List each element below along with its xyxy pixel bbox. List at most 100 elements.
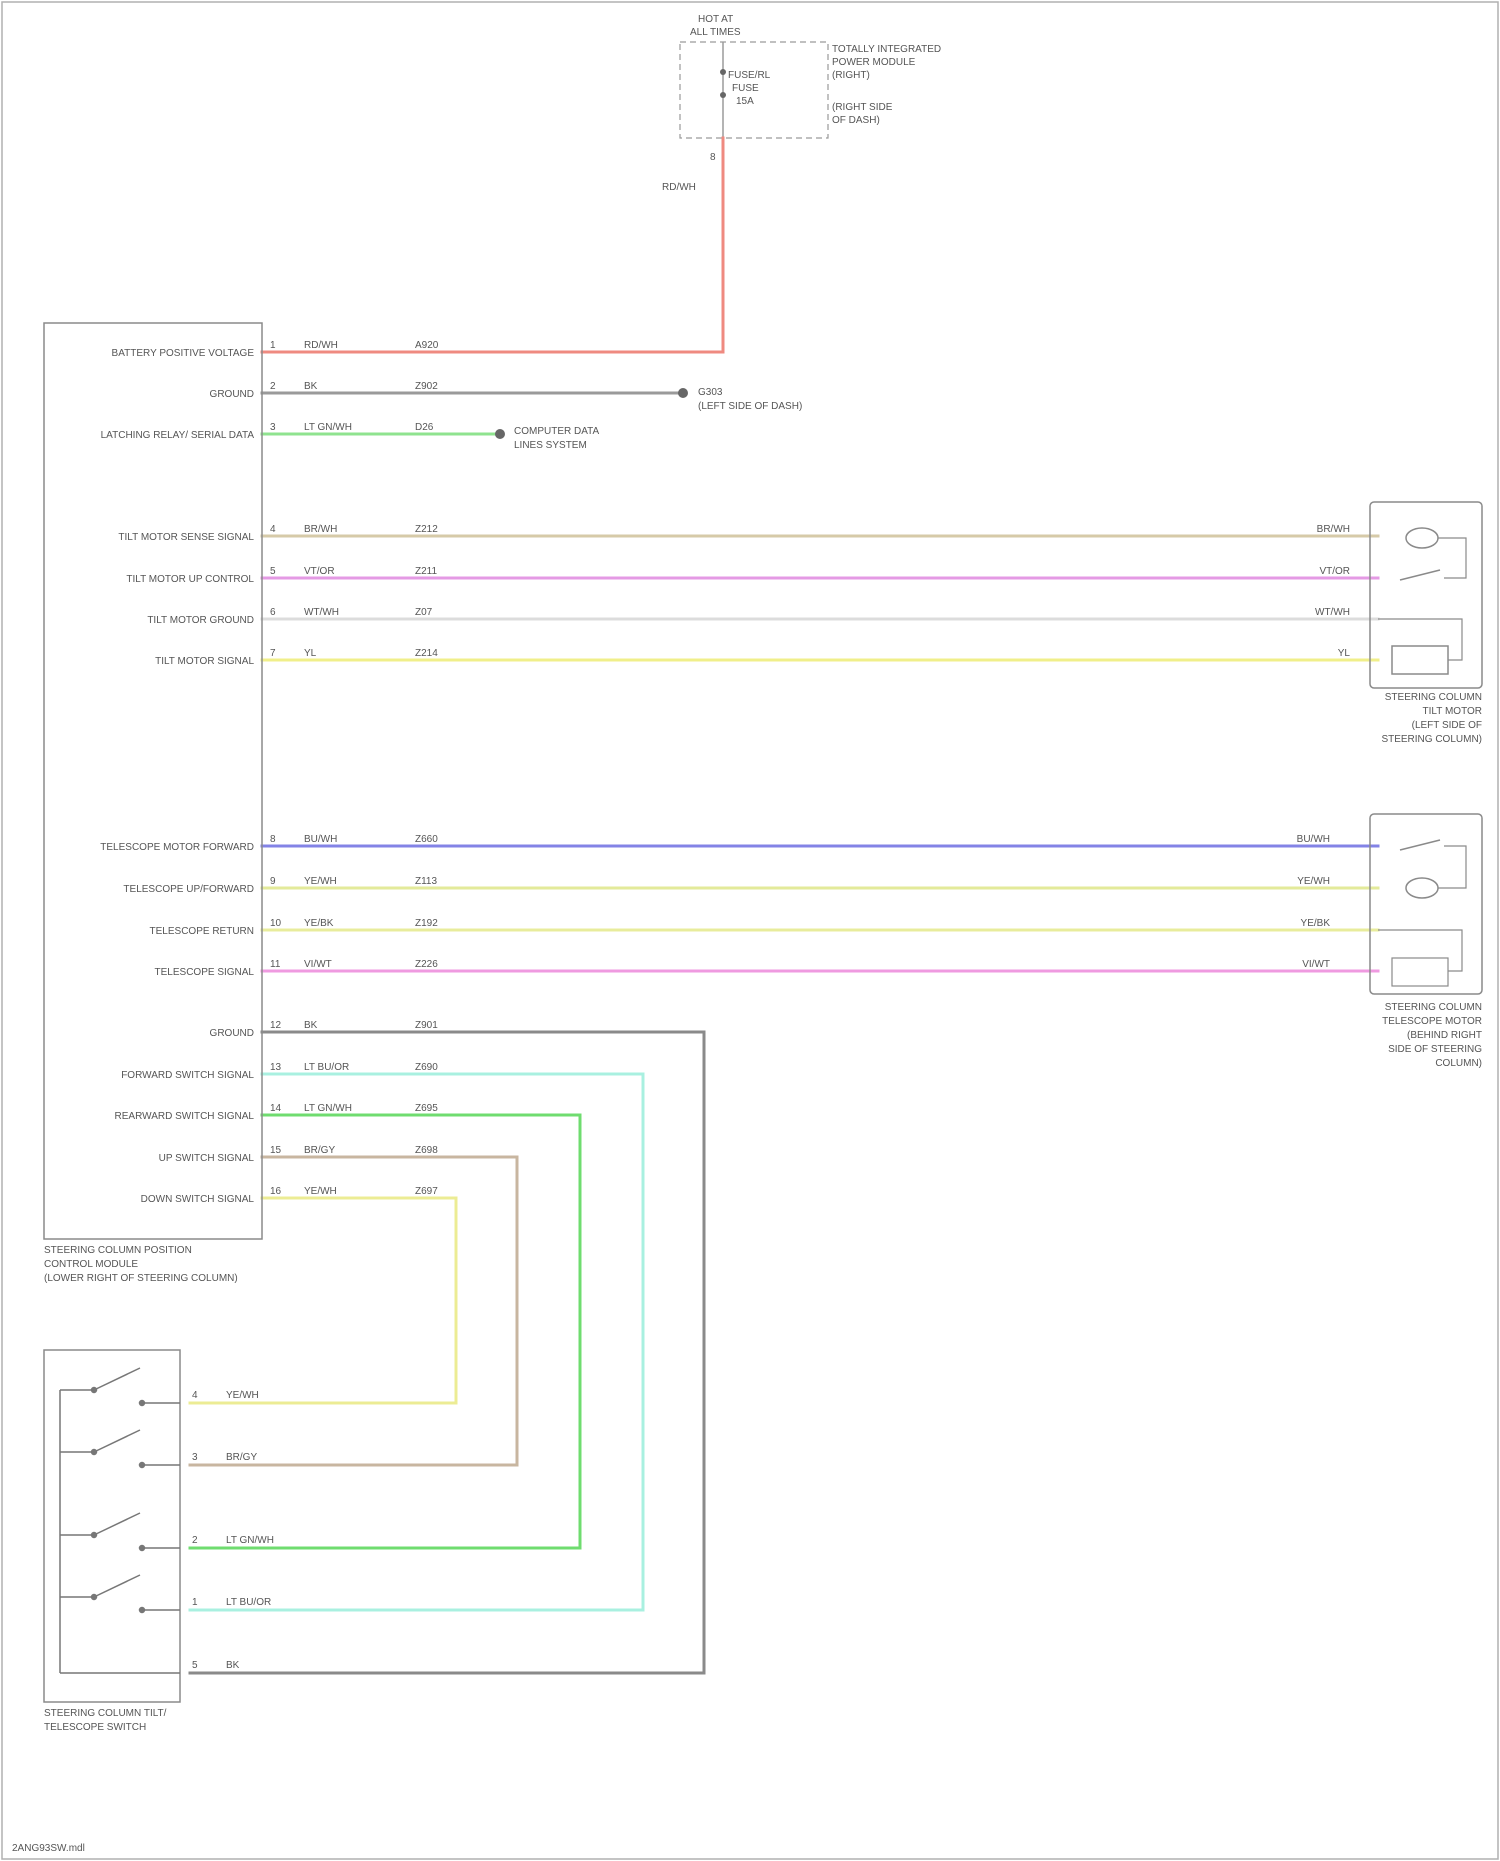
ground-terminal (678, 388, 688, 398)
switch-pin-2: 2 (192, 1535, 198, 1546)
pin-number-2: 2 (270, 381, 276, 392)
wire-switch-ground (190, 1032, 704, 1673)
pin-number-6: 6 (270, 607, 276, 618)
fuse-box-location-1: (RIGHT SIDE (832, 102, 893, 113)
telescope-motor-label-5: COLUMN) (1435, 1058, 1482, 1069)
telescope-sensor-icon (1406, 878, 1438, 898)
far-color-6: WT/WH (1315, 607, 1350, 618)
tilt-telescope-switch: 4 YE/WH 3 BR/GY 2 LT GN/WH 1 LT BU/OR 5 … (44, 1350, 274, 1733)
fuse-box-location-2: OF DASH) (832, 115, 880, 126)
tilt-switch-contact-icon (1400, 570, 1440, 580)
far-color-8: BU/WH (1297, 834, 1330, 845)
tilt-motor-outline (1370, 502, 1482, 688)
telescope-motor-icon (1392, 958, 1448, 986)
tilt-internal-wiring-2 (1378, 619, 1462, 660)
pin-name-telescope-signal: TELESCOPE SIGNAL (155, 967, 255, 978)
wire-color-11: VI/WT (304, 959, 332, 970)
control-module-label-2: CONTROL MODULE (44, 1259, 138, 1270)
pin-name-tilt-sense: TILT MOTOR SENSE SIGNAL (118, 532, 254, 543)
circuit-7: Z214 (415, 648, 438, 659)
pin-name-telescope-return: TELESCOPE RETURN (150, 926, 254, 937)
far-color-5: VT/OR (1319, 566, 1350, 577)
fuse-terminal-bottom (720, 92, 726, 98)
fuse-terminal-top (720, 69, 726, 75)
fuse-label-3: 15A (736, 96, 754, 107)
wire-color-6: WT/WH (304, 607, 339, 618)
switch-label-2: TELESCOPE SWITCH (44, 1722, 146, 1733)
far-color-9: YE/WH (1297, 876, 1330, 887)
ground-label-1: G303 (698, 387, 723, 398)
circuit-14: Z695 (415, 1103, 438, 1114)
pin-name-battery: BATTERY POSITIVE VOLTAGE (112, 348, 255, 359)
tilt-internal-wiring (1438, 538, 1466, 578)
pin-name-switch-ground: GROUND (210, 1028, 254, 1039)
pin-number-3: 3 (270, 422, 276, 433)
telescope-switch-contact-icon (1400, 840, 1440, 850)
fuse-label-2: FUSE (732, 83, 759, 94)
pin-number-16: 16 (270, 1186, 282, 1197)
fuse-label-1: FUSE/RL (728, 70, 771, 81)
wire-switch-down (190, 1198, 456, 1403)
fuse-pin-number: 8 (710, 152, 716, 163)
wire-color-16: YE/WH (304, 1186, 337, 1197)
circuit-16: Z697 (415, 1186, 438, 1197)
wire-color-10: YE/BK (304, 918, 334, 929)
circuit-13: Z690 (415, 1062, 438, 1073)
splice-label-1: COMPUTER DATA (514, 426, 600, 437)
switch-pin-4: 4 (192, 1390, 198, 1401)
wires (190, 138, 1378, 1673)
wire-color-12: BK (304, 1020, 318, 1031)
pin-name-ground: GROUND (210, 389, 254, 400)
tilt-motor-label-1: STEERING COLUMN (1385, 692, 1482, 703)
circuit-4: Z212 (415, 524, 438, 535)
tilt-motor: STEERING COLUMN TILT MOTOR (LEFT SIDE OF… (1370, 502, 1482, 745)
wire-color-14: LT GN/WH (304, 1103, 352, 1114)
tilt-motor-label-4: STEERING COLUMN) (1381, 734, 1482, 745)
tilt-motor-sensor-icon (1406, 528, 1438, 548)
switch-color-4: YE/WH (226, 1390, 259, 1401)
wire-battery-feed (262, 138, 723, 352)
control-module-label-3: (LOWER RIGHT OF STEERING COLUMN) (44, 1273, 238, 1284)
switch-contacts-icon (60, 1368, 180, 1673)
switch-pin-3: 3 (192, 1452, 198, 1463)
control-module-outline (44, 323, 262, 1239)
fuse-box-name-3: (RIGHT) (832, 70, 870, 81)
wire-color-9: YE/WH (304, 876, 337, 887)
circuit-9: Z113 (415, 876, 437, 887)
pin-number-13: 13 (270, 1062, 282, 1073)
telescope-motor-label-3: (BEHIND RIGHT (1407, 1030, 1482, 1041)
fuse-box-name-1: TOTALLY INTEGRATED (832, 44, 941, 55)
wire-color-8: BU/WH (304, 834, 337, 845)
circuit-8: Z660 (415, 834, 438, 845)
pin-name-rearward-switch: REARWARD SWITCH SIGNAL (115, 1111, 255, 1122)
pin-number-12: 12 (270, 1020, 282, 1031)
switch-label-1: STEERING COLUMN TILT/ (44, 1708, 167, 1719)
wire-color-15: BR/GY (304, 1145, 335, 1156)
circuit-15: Z698 (415, 1145, 438, 1156)
fuse-box: HOT AT ALL TIMES FUSE/RL FUSE 15A TOTALL… (662, 14, 941, 193)
wire-color-13: LT BU/OR (304, 1062, 349, 1073)
wire-switch-rearward (190, 1115, 580, 1548)
telescope-motor-label-1: STEERING COLUMN (1385, 1002, 1482, 1013)
pin-name-data: LATCHING RELAY/ SERIAL DATA (101, 430, 255, 441)
pin-number-14: 14 (270, 1103, 282, 1114)
fuse-box-title-2: ALL TIMES (690, 27, 741, 38)
pin-number-15: 15 (270, 1145, 282, 1156)
fuse-box-name-2: POWER MODULE (832, 57, 916, 68)
circuit-10: Z192 (415, 918, 438, 929)
circuit-2: Z902 (415, 381, 438, 392)
wire-color-3: LT GN/WH (304, 422, 352, 433)
fuse-wire-label: RD/WH (662, 182, 696, 193)
circuit-1: A920 (415, 340, 439, 351)
switch-pin-5: 5 (192, 1660, 198, 1671)
wire-color-4: BR/WH (304, 524, 337, 535)
pin-number-4: 4 (270, 524, 276, 535)
pin-number-7: 7 (270, 648, 276, 659)
switch-pin-1: 1 (192, 1597, 198, 1608)
fuse-box-title-1: HOT AT (698, 14, 733, 25)
pin-number-9: 9 (270, 876, 276, 887)
telescope-internal-wiring-2 (1378, 930, 1462, 971)
telescope-motor-label-2: TELESCOPE MOTOR (1382, 1016, 1482, 1027)
wire-color-2: BK (304, 381, 318, 392)
